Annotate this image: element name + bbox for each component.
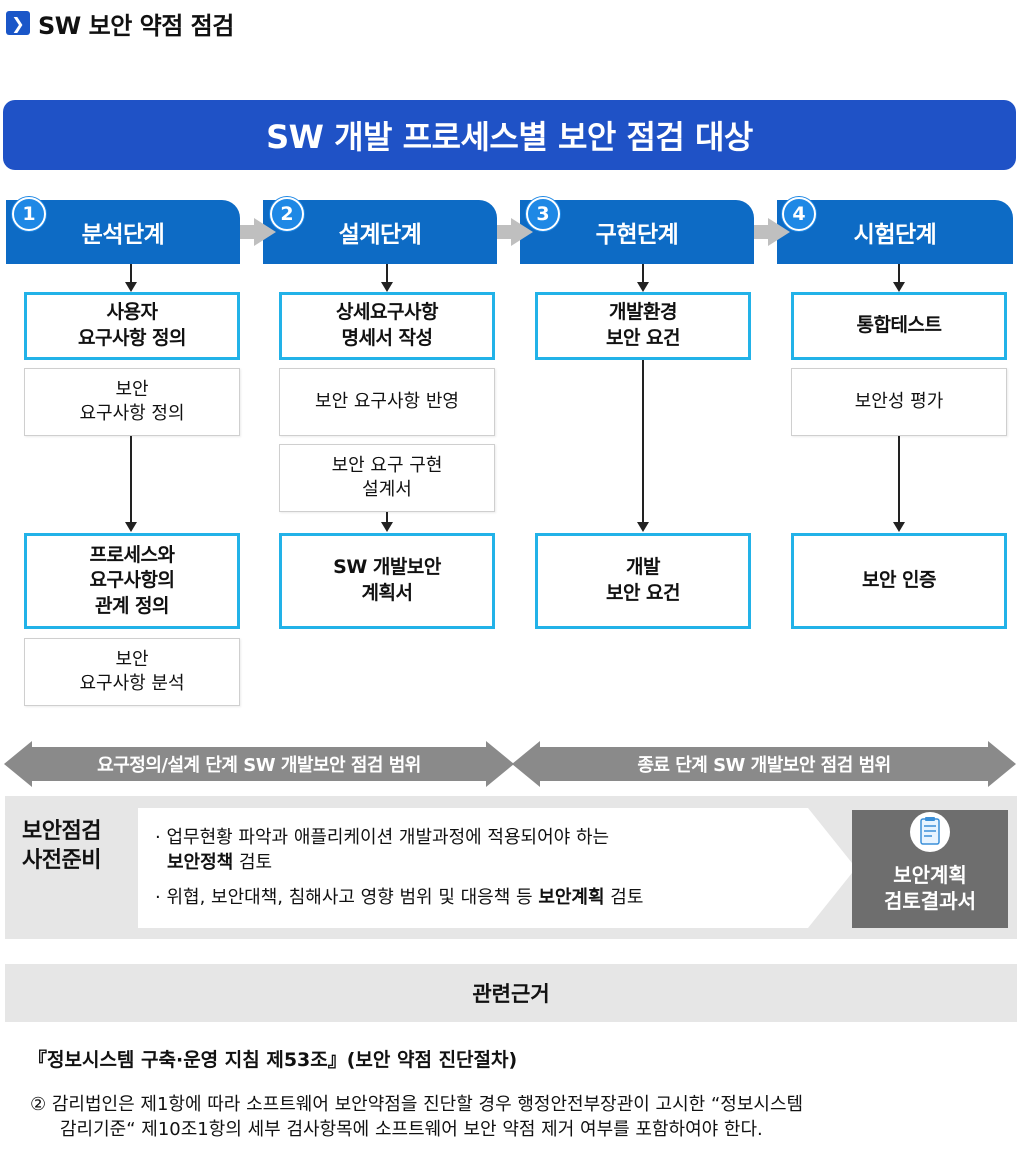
connector-line [898,436,900,524]
arrow-down-icon [125,522,137,532]
analysis-gray-1: 보안 요구사항 정의 [24,368,240,436]
law-body: ② 감리법인은 제1항에 따라 소프트웨어 보안약점을 진단할 경우 행정안전부… [30,1092,1010,1142]
implementation-box-2: 개발 보안 요건 [535,533,751,629]
arrow-down-icon [637,522,649,532]
scope-arrows [4,741,1016,787]
scope-right-label: 종료 단계 SW 개발보안 점검 범위 [637,755,891,776]
design-box-2: SW 개발보안 계획서 [279,533,495,629]
phase-arrow-icon [754,218,790,246]
arrow-down-icon [893,282,905,292]
bullet-text: 업무현황 파악과 애플리케이션 개발과정에 적용되어야 하는 [166,827,610,848]
testing-gray-1: 보안성 평가 [791,368,1007,436]
law-line-2: 감리기준“ 제10조1항의 세부 검사항목에 소프트웨어 보안 약점 제거 여부… [60,1119,763,1141]
bullet-text: 검토 [233,852,273,874]
arrow-down-icon [893,522,905,532]
arrow-down-icon [381,282,393,292]
connector-line [130,436,132,524]
analysis-box-1: 사용자 요구사항 정의 [24,292,240,360]
related-bar: 관련근거 [5,964,1017,1022]
design-gray-1: 보안 요구사항 반영 [279,368,495,436]
connector-line [130,264,132,284]
section-title: SW 보안 약점 점검 [38,11,234,40]
bullet-text: 검토 [604,887,644,908]
phase-label: 설계단계 [338,222,422,248]
connector-line [386,264,388,284]
chevron-right-icon: ❯ [6,11,30,35]
diagram-banner: SW 개발 프로세스별 보안 점검 대상 [3,100,1016,170]
scope-arrow-left-shape [4,741,514,787]
prep-bullet-2: · 위협, 보안대책, 침해사고 영향 범위 및 대응책 등 보안계획 검토 [155,887,644,908]
scope-arrow-right-shape [512,741,1016,787]
connector-line [642,360,644,524]
prep-title: 보안점검 사전준비 [22,819,101,873]
analysis-box-2: 프로세스와 요구사항의 관계 정의 [24,533,240,629]
analysis-gray-2: 보안 요구사항 분석 [24,638,240,706]
scope-left-label: 요구정의/설계 단계 SW 개발보안 점검 범위 [97,755,421,776]
prep-bullet-1: · 업무현황 파악과 애플리케이션 개발과정에 적용되어야 하는 보안정책 검토 [155,827,610,874]
testing-box-2: 보안 인증 [791,533,1007,629]
arrow-down-icon [125,282,137,292]
design-gray-2: 보안 요구 구현 설계서 [279,444,495,512]
clipboard-icon [910,812,950,852]
result-label: 보안계획 검토결과서 [884,863,976,913]
phase-label: 분석단계 [81,222,165,248]
section-heading: ❯ SW 보안 약점 점검 [6,6,234,40]
bullet-text: 위협, 보안대책, 침해사고 영향 범위 및 대응책 등 [166,887,539,908]
result-document: 보안계획 검토결과서 [852,810,1008,928]
testing-box-1: 통합테스트 [791,292,1007,360]
step-number: 1 [12,197,46,231]
implementation-box-1: 개발환경 보안 요건 [535,292,751,360]
connector-line [642,264,644,284]
phase-analysis: 분석단계 [6,200,240,264]
arrow-down-icon [637,282,649,292]
phase-testing: 시험단계 [777,200,1013,264]
bullet-bold: 보안정책 [167,852,234,874]
law-title: 『정보시스템 구축·운영 지침 제53조』(보안 약점 진단절차) [28,1049,518,1071]
prep-panel [138,808,856,928]
phase-label: 시험단계 [853,222,937,248]
phase-arrow-icon [240,218,276,246]
phase-arrow-icon [497,218,533,246]
connector-line [386,512,388,524]
arrow-down-icon [381,522,393,532]
connector-line [898,264,900,284]
design-box-1: 상세요구사항 명세서 작성 [279,292,495,360]
law-line-1: ② 감리법인은 제1항에 따라 소프트웨어 보안약점을 진단할 경우 행정안전부… [30,1094,804,1115]
bullet-bold: 보안계획 [538,887,605,908]
phase-label: 구현단계 [595,222,679,248]
